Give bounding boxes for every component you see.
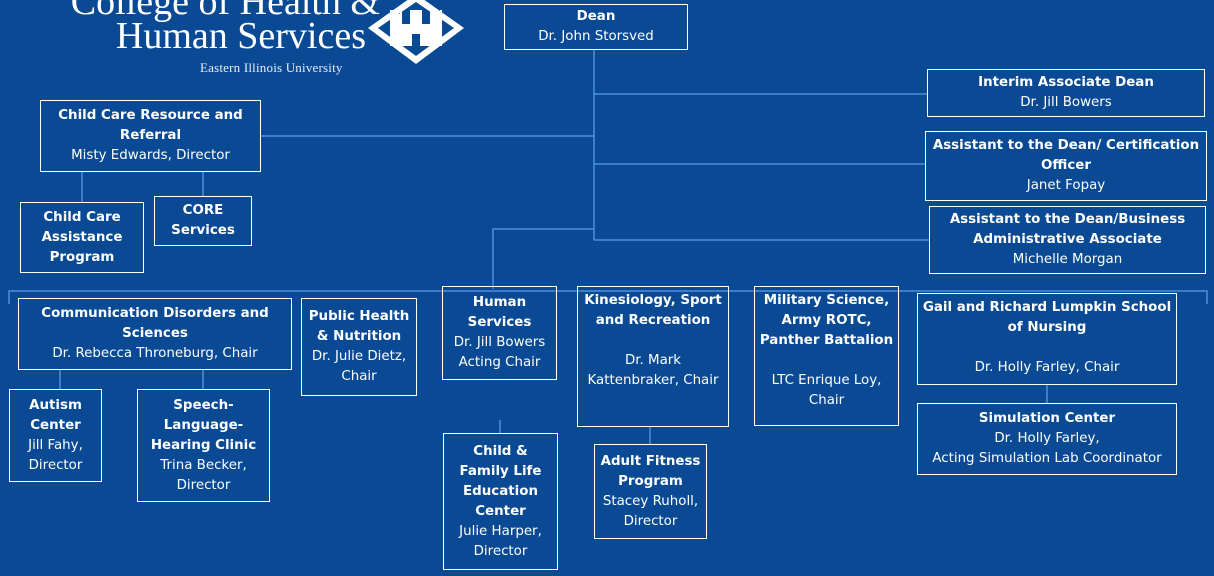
child-family-center-title: Child & Family Life Education Center xyxy=(459,443,542,519)
dean-box: Dean Dr. John Storsved xyxy=(504,4,688,50)
kinesiology-title: Kinesiology, Sport and Recreation xyxy=(584,293,722,328)
dean-title: Dean xyxy=(576,9,616,24)
dean-name: Dr. John Storsved xyxy=(538,29,654,44)
kinesiology-box: Kinesiology, Sport and Recreation Dr. Ma… xyxy=(577,286,729,427)
departments-bar xyxy=(8,290,1208,304)
autism-center-title: Autism Center xyxy=(29,397,82,433)
child-family-center-box: Child & Family Life Education Center Jul… xyxy=(443,433,558,570)
cds-title: Communication Disorders and Sciences xyxy=(41,306,269,341)
simulation-center-title: Simulation Center xyxy=(978,411,1116,426)
logo-line-3: Eastern Illinois University xyxy=(200,60,343,75)
military-science-title: Military Science, Army ROTC, Panther Bat… xyxy=(759,293,894,348)
military-science-name: LTC Enrique Loy, Chair xyxy=(771,373,882,408)
logo-line-1: College of Health & xyxy=(70,0,380,23)
castle-seal-icon xyxy=(368,0,464,64)
nursing-box: Gail and Richard Lumpkin School of Nursi… xyxy=(917,293,1177,385)
college-logo: College of Health & Human Services Easte… xyxy=(0,0,470,78)
interim-associate-dean-name: Dr. Jill Bowers xyxy=(1020,95,1112,110)
interim-associate-dean-title: Interim Associate Dean xyxy=(978,75,1154,90)
assistant-certification-box: Assistant to the Dean/ Certification Off… xyxy=(925,131,1207,201)
adult-fitness-title: Adult Fitness Program xyxy=(600,453,701,489)
assistant-business-name: Michelle Morgan xyxy=(1012,252,1123,267)
child-family-center-name: Julie Harper, Director xyxy=(459,523,542,559)
core-services-title: CORE Services xyxy=(171,203,235,238)
assistant-certification-name: Janet Fopay xyxy=(1026,178,1106,193)
assistant-business-title: Assistant to the Dean/Business Administr… xyxy=(949,212,1186,247)
nursing-name: Dr. Holly Farley, Chair xyxy=(974,360,1120,375)
interim-associate-dean-box: Interim Associate Dean Dr. Jill Bowers xyxy=(927,69,1205,117)
speech-clinic-box: Speech-Language-Hearing Clinic Trina Bec… xyxy=(137,389,270,502)
cds-name: Dr. Rebecca Throneburg, Chair xyxy=(52,346,258,361)
human-services-name: Dr. Jill Bowers Acting Chair xyxy=(453,335,546,370)
human-services-title: Human Services xyxy=(467,295,532,330)
speech-clinic-name: Trina Becker, Director xyxy=(160,457,247,493)
public-health-box: Public Health & Nutrition Dr. Julie Diet… xyxy=(301,298,417,396)
assistant-business-box: Assistant to the Dean/Business Administr… xyxy=(929,206,1206,274)
child-care-resource-box: Child Care Resource and Referral Misty E… xyxy=(40,100,261,172)
autism-center-name: Jill Fahy, Director xyxy=(28,437,83,473)
child-care-resource-title: Child Care Resource and Referral xyxy=(58,108,243,143)
adult-fitness-box: Adult Fitness Program Stacey Ruholl, Dir… xyxy=(594,444,707,539)
cds-box: Communication Disorders and Sciences Dr.… xyxy=(18,298,292,370)
human-services-box: Human Services Dr. Jill Bowers Acting Ch… xyxy=(442,286,557,380)
core-services-box: CORE Services xyxy=(154,196,252,246)
child-care-assistance-title: Child Care Assistance Program xyxy=(41,209,123,265)
adult-fitness-name: Stacey Ruholl, Director xyxy=(602,493,699,529)
public-health-name: Dr. Julie Dietz, Chair xyxy=(311,349,407,384)
child-care-resource-name: Misty Edwards, Director xyxy=(71,148,230,163)
nursing-title: Gail and Richard Lumpkin School of Nursi… xyxy=(922,300,1172,335)
assistant-certification-title: Assistant to the Dean/ Certification Off… xyxy=(932,138,1200,173)
public-health-title: Public Health & Nutrition xyxy=(308,309,410,344)
logo-line-2: Human Services xyxy=(115,15,366,57)
autism-center-box: Autism Center Jill Fahy, Director xyxy=(9,389,102,482)
speech-clinic-title: Speech-Language-Hearing Clinic xyxy=(150,397,257,453)
kinesiology-name: Dr. Mark Kattenbraker, Chair xyxy=(587,353,719,388)
child-care-assistance-box: Child Care Assistance Program xyxy=(20,202,144,273)
simulation-center-role: Acting Simulation Lab Coordinator xyxy=(932,451,1162,466)
simulation-center-box: Simulation Center Dr. Holly Farley, Acti… xyxy=(917,403,1177,475)
military-science-box: Military Science, Army ROTC, Panther Bat… xyxy=(754,286,899,426)
simulation-center-name: Dr. Holly Farley, xyxy=(994,431,1100,446)
line-to-departments xyxy=(492,228,594,289)
